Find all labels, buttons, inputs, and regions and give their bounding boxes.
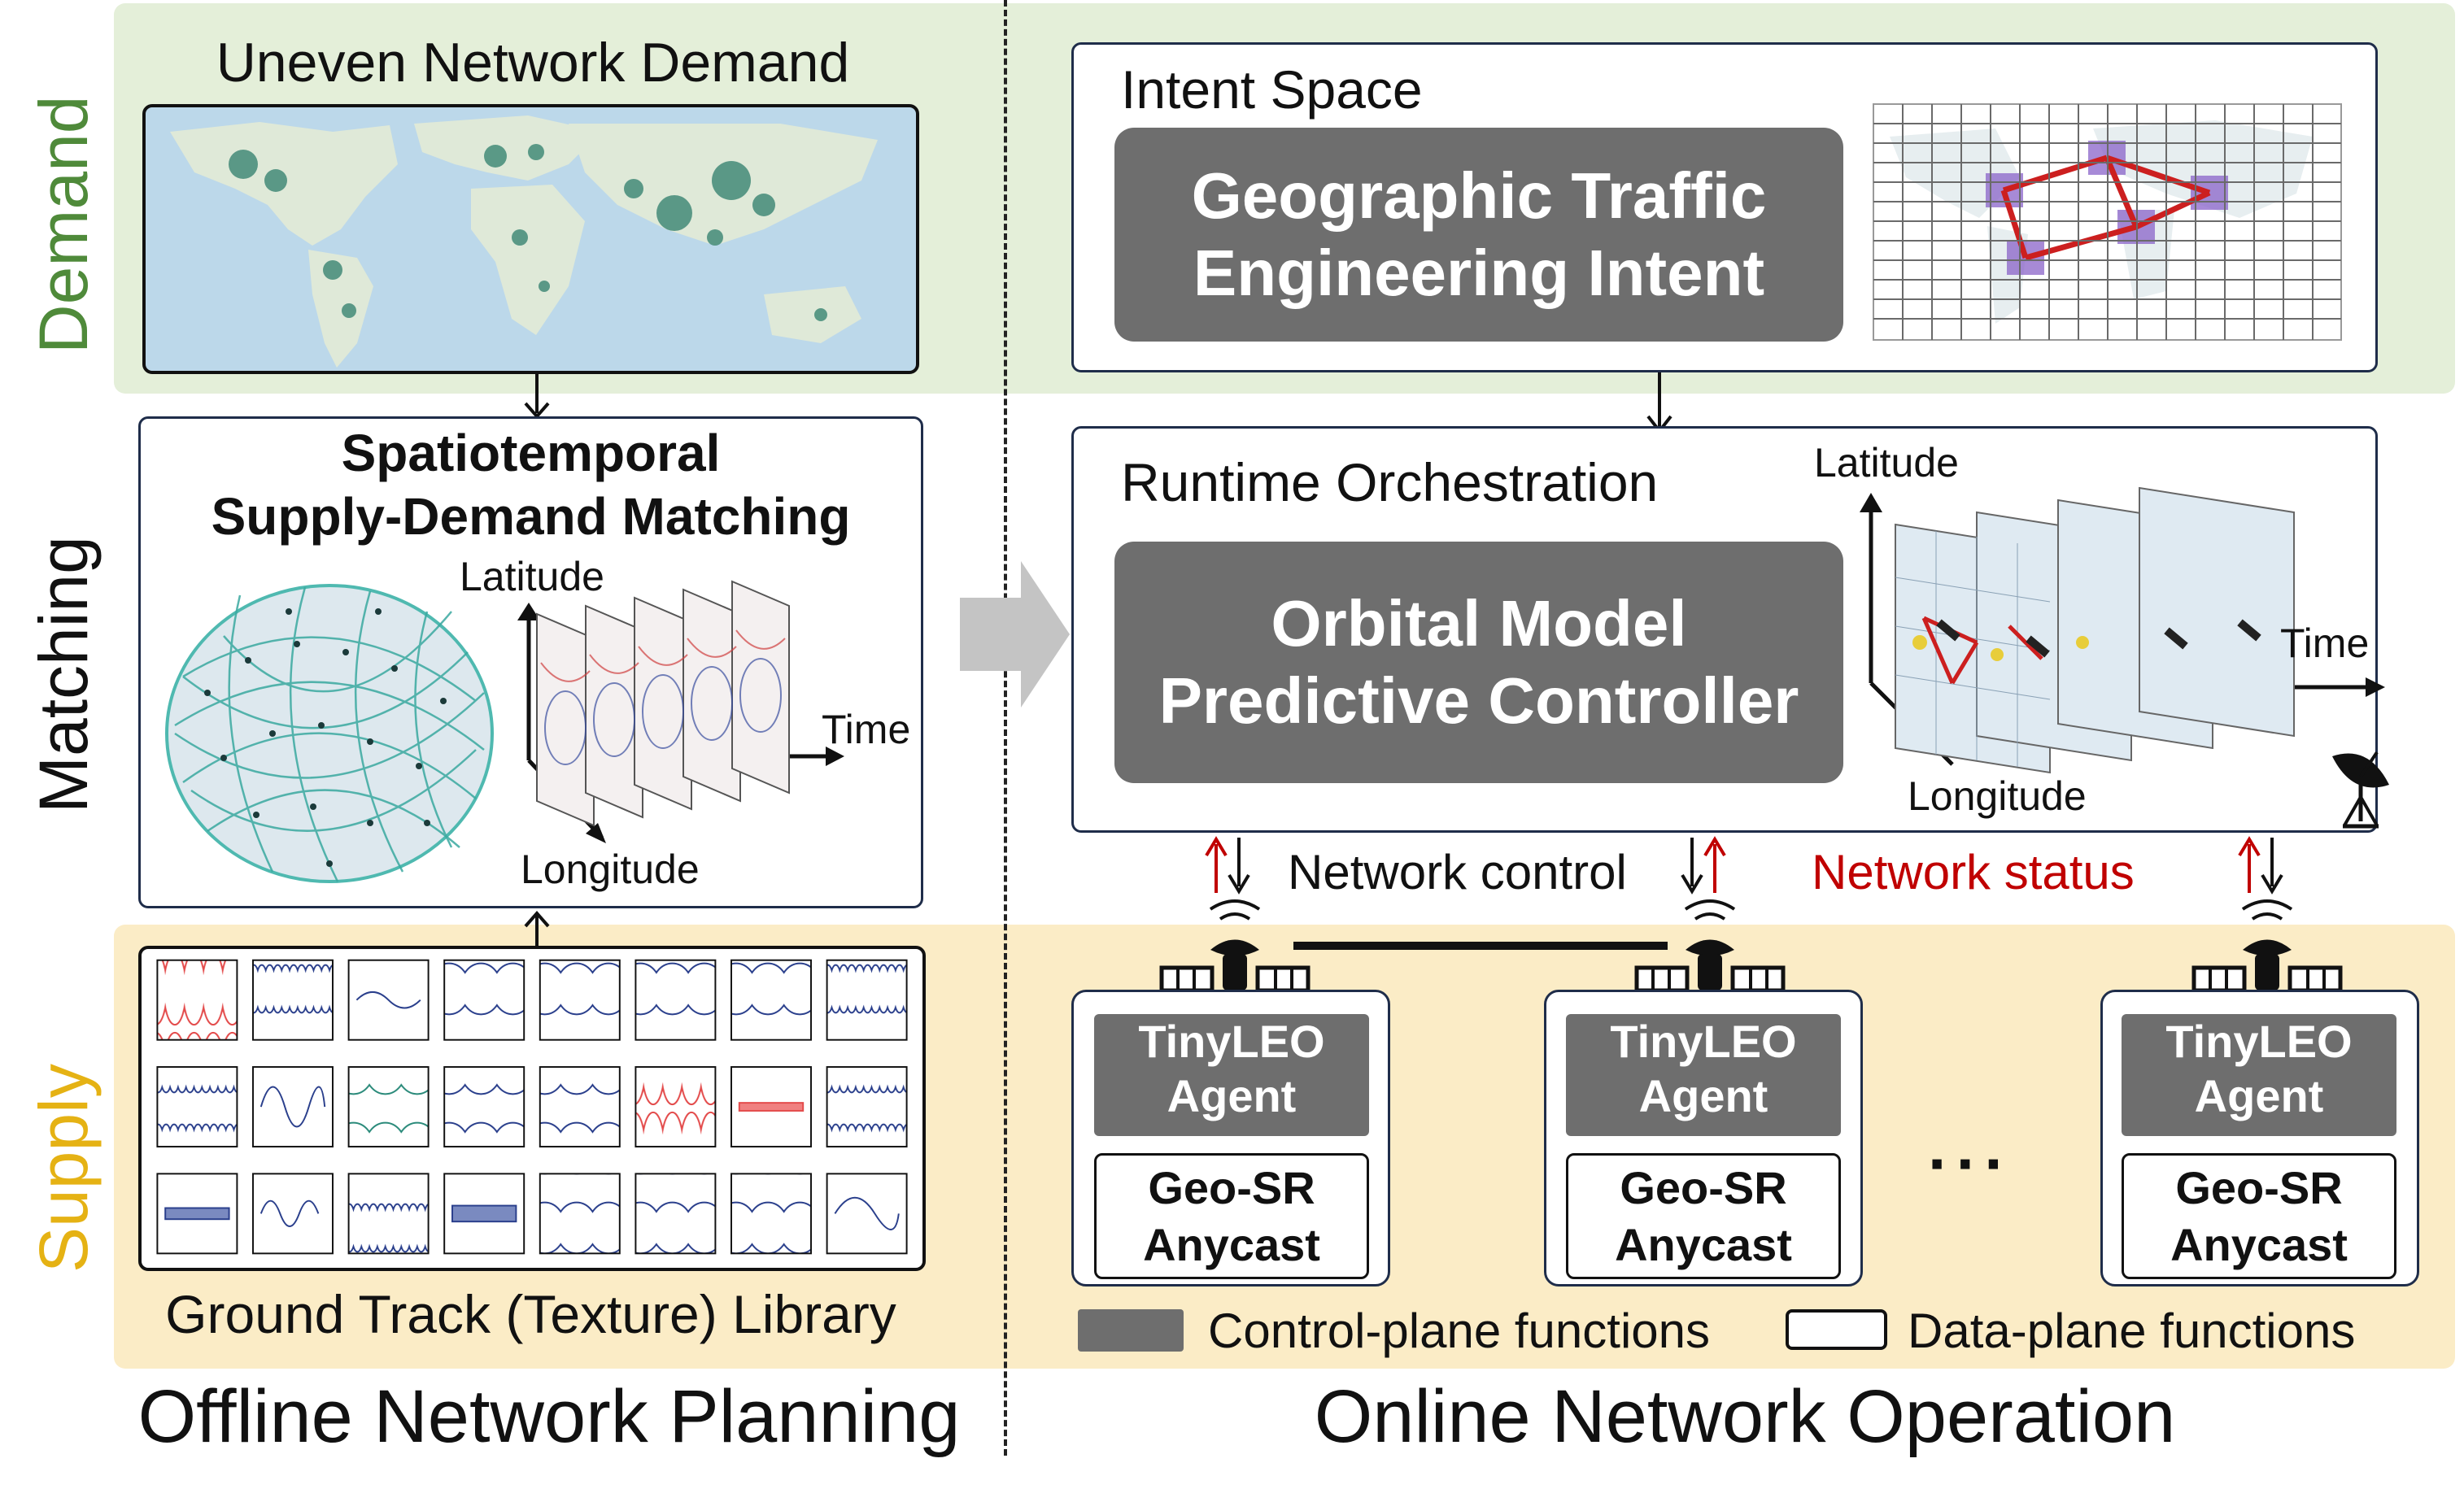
ground-station-icon [2332,751,2389,829]
more-agents-ellipsis: ··· [1928,1127,2013,1199]
link-arrows-agent-2 [1681,836,1726,895]
section-divider [1004,0,1007,1456]
agent-1-control: TinyLEO Agent [1094,1014,1369,1136]
runtime-axis-latitude: Latitude [1814,440,1959,485]
agent-3-data-line2: Anycast [2170,1219,2348,1270]
demand-side-label: Demand [25,95,102,354]
matching-title-line2: Supply-Demand Matching [211,487,851,546]
legend-data-plane-label: Data-plane functions [1908,1304,2356,1358]
intent-block-line2: Engineering Intent [1193,236,1765,309]
agent-2-data: Geo-SR Anycast [1566,1153,1841,1279]
runtime-title: Runtime Orchestration [1121,452,1659,512]
runtime-block-line1: Orbital Model [1271,587,1687,660]
runtime-block-line2: Predictive Controller [1158,664,1799,737]
agent-1-data-line1: Geo-SR [1148,1162,1315,1213]
legend-data-plane-swatch [1786,1309,1887,1350]
agent-1-control-line1: TinyLEO [1138,1016,1325,1067]
intent-grid-map [1873,103,2342,341]
network-control-label: Network control [1288,845,1627,899]
constellation-globe [165,584,494,883]
link-arrows-agent-3 [2238,836,2283,895]
agent-1-control-line2: Agent [1167,1070,1297,1122]
offline-section-title: Offline Network Planning [137,1375,961,1458]
matching-axes [517,580,844,843]
agent-3-control-line2: Agent [2194,1070,2324,1122]
matching-side-label: Matching [25,536,102,813]
offline-to-online-arrow [960,561,1070,707]
satellite-icon-1 [1159,899,1310,993]
intent-space-title: Intent Space [1121,59,1423,120]
world-demand-map [142,104,919,374]
intent-block: Geographic Traffic Engineering Intent [1114,128,1843,342]
agent-2-control-line1: TinyLEO [1610,1016,1797,1067]
ground-track-library [138,946,926,1271]
agent-3-control: TinyLEO Agent [2122,1014,2396,1136]
arrow-supply-to-matching [524,910,550,951]
demand-title: Uneven Network Demand [216,32,850,94]
agent-2-control-line2: Agent [1638,1070,1768,1122]
runtime-axis-time: Time [2280,620,2370,666]
runtime-axes [1860,486,2385,774]
matching-axis-time: Time [822,707,911,752]
agent-3-control-line1: TinyLEO [2165,1016,2353,1067]
library-title: Ground Track (Texture) Library [165,1284,896,1344]
agent-2-data-line1: Geo-SR [1620,1162,1787,1213]
inter-satellite-link [1293,942,1668,950]
network-status-label: Network status [1812,845,2135,899]
runtime-axis-longitude: Longitude [1908,773,2087,819]
intent-block-line1: Geographic Traffic [1191,159,1767,233]
matching-title-line1: Spatiotemporal [341,424,721,482]
agent-2-control: TinyLEO Agent [1566,1014,1841,1136]
agent-1-data-line2: Anycast [1143,1219,1320,1270]
satellite-icon-3 [2191,899,2343,993]
legend-control-plane-swatch [1078,1309,1184,1352]
matching-axis-latitude: Latitude [460,554,604,599]
matching-axis-longitude: Longitude [521,847,700,892]
legend-control-plane-label: Control-plane functions [1208,1304,1711,1358]
online-section-title: Online Network Operation [1314,1375,2176,1458]
link-arrows-agent-1 [1205,836,1250,895]
supply-side-label: Supply [25,1064,102,1273]
agent-3-data: Geo-SR Anycast [2122,1153,2396,1279]
agent-3-data-line1: Geo-SR [2175,1162,2343,1213]
satellite-icon-2 [1634,899,1786,993]
agent-2-data-line2: Anycast [1615,1219,1792,1270]
runtime-block: Orbital Model Predictive Controller [1114,542,1843,783]
agent-1-data: Geo-SR Anycast [1094,1153,1369,1279]
